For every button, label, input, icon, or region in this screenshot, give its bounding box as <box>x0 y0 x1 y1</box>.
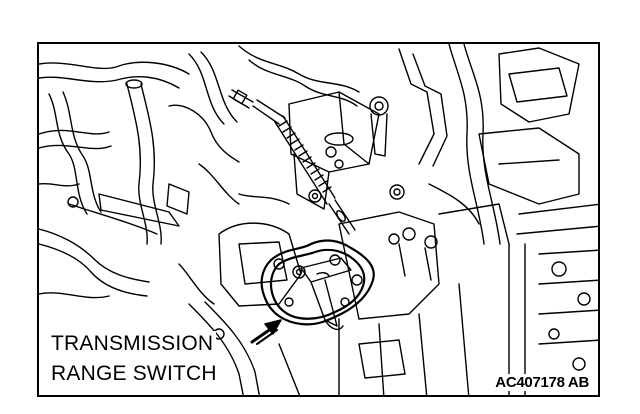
top-middle-structure <box>238 44 501 245</box>
right-side-machinery <box>428 47 598 395</box>
diagram-frame: TRANSMISSION RANGE SWITCH AC407178 AB <box>37 42 600 397</box>
callout-arrow <box>250 319 282 345</box>
figure-code: AC407178 AB <box>494 374 590 391</box>
callout-label-range-switch: RANGE SWITCH <box>51 361 220 386</box>
transmission-body <box>178 163 470 395</box>
range-switch <box>260 239 375 331</box>
upper-left-hoses <box>39 51 240 299</box>
callout-label-transmission: TRANSMISSION <box>51 331 217 356</box>
shift-cable <box>228 89 356 235</box>
transmission-illustration <box>39 44 598 395</box>
